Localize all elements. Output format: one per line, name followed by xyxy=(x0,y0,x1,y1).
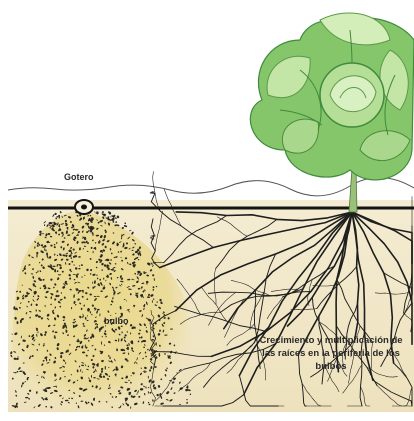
water-droplet-speck xyxy=(78,256,81,258)
root-strand xyxy=(150,192,155,194)
water-droplet-speck xyxy=(122,227,124,229)
water-droplet-speck xyxy=(46,249,47,251)
bulb-label: bulbo xyxy=(104,316,129,326)
water-droplet-speck xyxy=(58,274,61,275)
dripper-emitter-icon xyxy=(75,200,93,214)
water-droplet-speck xyxy=(112,328,114,331)
water-droplet-speck xyxy=(100,290,102,292)
lettuce-plant-icon xyxy=(250,13,414,180)
dripper-label: Gotero xyxy=(64,172,94,182)
water-droplet-speck xyxy=(96,296,100,297)
water-droplet-speck xyxy=(76,403,77,404)
water-droplet-speck xyxy=(71,257,73,259)
water-droplet-speck xyxy=(99,279,101,281)
roots-growth-caption: Crecimiento y multiplicación de las raíc… xyxy=(256,334,406,373)
water-droplet-speck xyxy=(33,283,35,285)
water-droplet-speck xyxy=(113,217,115,221)
water-droplet-speck xyxy=(69,344,71,345)
water-droplet-speck xyxy=(36,272,37,273)
